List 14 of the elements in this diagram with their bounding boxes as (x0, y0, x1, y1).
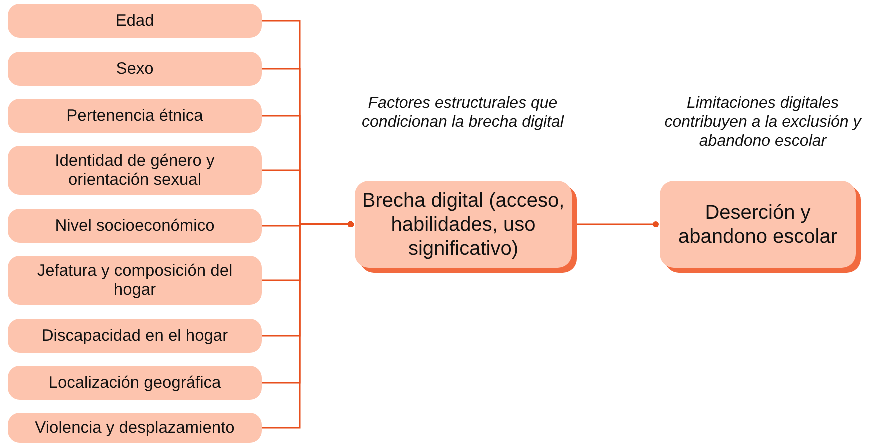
process-box: Brecha digital (acceso, habilidades, uso significativo) (355, 181, 572, 268)
factor-box: Sexo (8, 52, 262, 86)
factor-box: Identidad de género y orientación sexual (8, 146, 262, 195)
connector-line (262, 222, 354, 429)
annotation-text: Limitaciones digitales contribuyen a la exclusión y abandono escolar (664, 94, 863, 152)
factor-box: Jefatura y composición del hogar (8, 256, 262, 305)
annotation-text: Factores estructurales que condicionan la brecha digital (361, 94, 566, 132)
process-box: Deserción y abandono escolar (660, 181, 856, 268)
factor-box: Nivel socioeconómico (8, 209, 262, 243)
factor-box: Pertenencia étnica (8, 99, 262, 133)
factor-box: Violencia y desplazamiento (8, 413, 262, 443)
factor-box: Edad (8, 4, 262, 38)
factor-box: Localización geográfica (8, 366, 262, 400)
factor-box: Discapacidad en el hogar (8, 319, 262, 353)
